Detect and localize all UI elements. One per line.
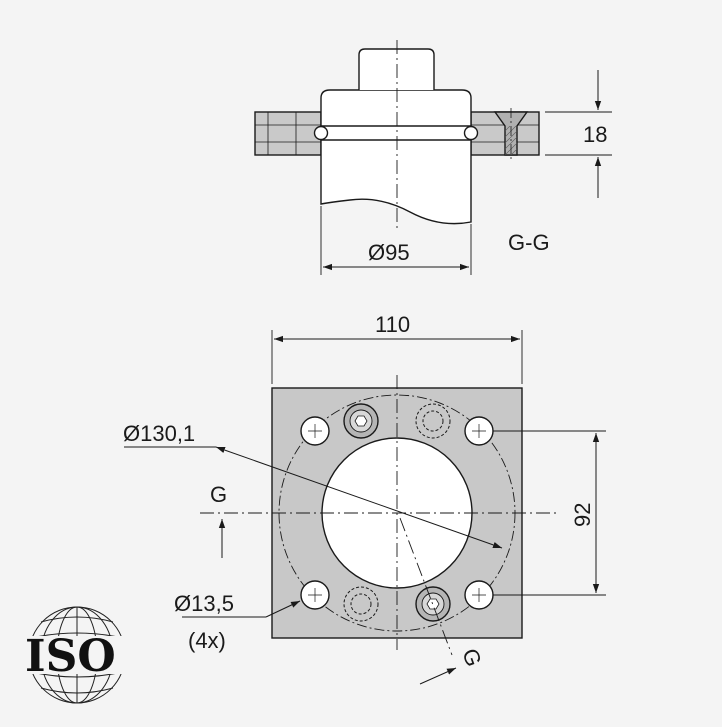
iso-logo: ISO: [24, 606, 130, 704]
screw-bottom-right: [415, 586, 451, 622]
pitch-circle-dimension-text: Ø130,1: [123, 421, 195, 446]
hole-diameter-dimension-text: Ø13,5: [174, 591, 234, 616]
hole-diameter-leader: [265, 600, 301, 618]
motor-body: [320, 89, 472, 225]
flange-section-left: [254, 111, 322, 156]
section-cut-line: [399, 517, 453, 656]
plan-view: [124, 330, 606, 685]
spacing-92-dimension-text: 92: [570, 503, 595, 527]
section-marker-right: G: [457, 645, 486, 670]
oring-right: [463, 125, 479, 141]
section-view: [254, 40, 612, 275]
pitch-circle-diameter-leader: [215, 446, 503, 549]
hidden-screw-bottom-left: [343, 586, 379, 622]
width-110-dimension-text: 110: [375, 312, 410, 337]
diameter-95-dimension-text: Ø95: [368, 240, 410, 265]
section-label: G-G: [508, 230, 550, 255]
oring-left: [313, 125, 329, 141]
hidden-screw-top-right: [415, 403, 451, 439]
iso-logo-text: ISO: [25, 631, 116, 682]
section-marker-left: G: [210, 482, 227, 507]
mounting-holes: [300, 416, 494, 610]
screw-top-left: [343, 403, 379, 439]
countersunk-screw-section: [493, 108, 529, 160]
thickness-dimension-text: 18: [583, 122, 607, 147]
hole-count-text: (4x): [188, 628, 226, 653]
motor-shaft-boss: [358, 48, 435, 90]
